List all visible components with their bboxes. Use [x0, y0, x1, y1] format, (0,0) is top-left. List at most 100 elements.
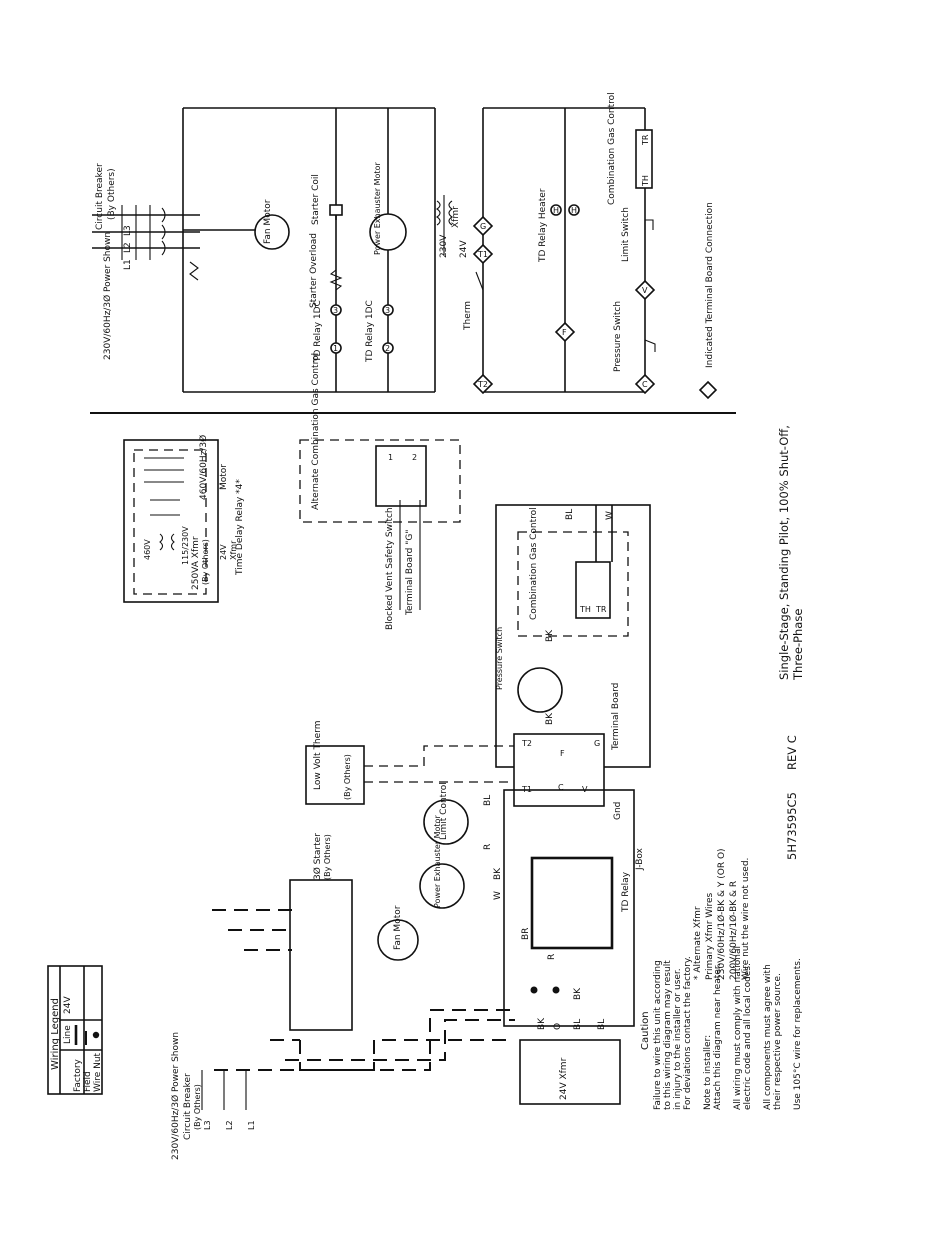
heater-terminal: [568, 204, 580, 216]
svg-text:(By Others): (By Others): [193, 1084, 202, 1130]
starter-coil-symbol: [329, 204, 343, 216]
svg-text:BK: BK: [573, 987, 583, 1000]
notes: Caution Failure to wire this unit accord…: [640, 848, 803, 1110]
svg-text:W: W: [493, 891, 503, 900]
power-exhauster-label: Power Exhauster Motor: [373, 162, 382, 255]
pressure-switch-symbol: [517, 667, 563, 713]
control-transformer: 230V 24V Xfmr: [436, 195, 469, 258]
td-terminal: [330, 304, 342, 316]
svg-text:460V: 460V: [143, 539, 152, 560]
gas-control-symbol: [635, 129, 653, 189]
xfmr-230v: 230V: [439, 234, 449, 258]
svg-text:BK: BK: [493, 867, 503, 880]
starter-coil-label: Starter Coil: [311, 174, 321, 225]
tb-connection-diamond: [472, 373, 494, 395]
svg-text:R: R: [547, 954, 557, 960]
starter-3ph: [289, 879, 353, 1031]
svg-text:For deviations contact the fac: For deviations contact the factory.: [683, 956, 693, 1110]
svg-text:V: V: [642, 286, 648, 295]
svg-text:C: C: [558, 783, 564, 792]
wiring-gas-control-label: Combination Gas Control: [529, 507, 539, 620]
thermostat-contact: [475, 271, 484, 291]
limit-switch-label: Limit Switch: [621, 207, 631, 262]
svg-text:TH: TH: [641, 175, 650, 187]
low-volt-therm: [305, 745, 365, 805]
svg-text:Line: Line: [63, 1025, 73, 1044]
svg-text:F: F: [560, 749, 565, 758]
schematic-by-others: (By Others): [107, 168, 117, 220]
svg-text:3: 3: [333, 306, 338, 315]
svg-text:TR: TR: [595, 605, 607, 614]
tb-connection-diamond: [634, 373, 656, 395]
svg-text:1: 1: [388, 453, 393, 462]
svg-text:BL: BL: [573, 1019, 583, 1030]
wire-nut: [530, 986, 538, 994]
svg-text:F: F: [562, 328, 567, 337]
svg-text:Attach this diagram near heate: Attach this diagram near heater.: [713, 963, 723, 1110]
schematic-circuit-breaker: Circuit Breaker: [95, 163, 105, 230]
svg-text:250VA Xfmr: 250VA Xfmr: [191, 536, 201, 590]
svg-text:T2: T2: [521, 739, 532, 748]
limit-switch-contact: [644, 219, 654, 230]
svg-text:Limit Control: Limit Control: [439, 782, 449, 840]
fan-motor-label: Fan Motor: [263, 199, 273, 244]
terminal-legend-label: Indicated Terminal Board Connection: [705, 202, 715, 368]
svg-text:Wire Nut: Wire Nut: [93, 1052, 103, 1092]
svg-text:3: 3: [385, 306, 390, 315]
svg-text:115/230V: 115/230V: [181, 526, 190, 565]
svg-text:Field: Field: [83, 1071, 93, 1092]
td-terminal: [382, 304, 394, 316]
heater-terminal: [550, 204, 562, 216]
svg-text:Failure to wire this unit acco: Failure to wire this unit according: [653, 960, 663, 1110]
limit-control: [423, 799, 469, 845]
svg-text:L2: L2: [225, 1120, 234, 1130]
svg-text:All wiring must comply with na: All wiring must comply with national: [733, 946, 743, 1110]
svg-text:2: 2: [385, 344, 390, 353]
td-terminal: [382, 342, 394, 354]
svg-text:200V/60Hz/1Ø-BK & R: 200V/60Hz/1Ø-BK & R: [728, 881, 739, 980]
pressure-switch-label: Pressure Switch: [613, 301, 623, 372]
gas-control-label: Combination Gas Control: [607, 92, 617, 205]
svg-text:Circuit Breaker: Circuit Breaker: [183, 1073, 193, 1140]
power-exhauster-motor-wiring: [419, 863, 465, 909]
wiring-legend: Wiring Legend Line 24V Factory Field Wir…: [47, 965, 103, 1095]
svg-text:Caution: Caution: [640, 1011, 651, 1050]
alt-gas-control-panel: Alternate Combination Gas Control 1 2 Bl…: [299, 353, 461, 630]
svg-text:C: C: [642, 380, 648, 389]
revision: REV C: [785, 735, 799, 770]
phase-label: L1: [123, 259, 133, 270]
td-relay-wiring: [530, 856, 614, 950]
svg-text:BK: BK: [545, 712, 555, 725]
svg-text:electric code and all local co: electric code and all local codes.: [743, 963, 753, 1110]
svg-text:Time Delay Relay *4*: Time Delay Relay *4*: [235, 479, 245, 576]
td-terminal: [330, 342, 342, 354]
svg-text:Gnd: Gnd: [613, 802, 623, 820]
svg-text:J-Box: J-Box: [635, 847, 645, 871]
svg-text:3Ø Starter: 3Ø Starter: [312, 833, 323, 880]
svg-text:Fan Motor: Fan Motor: [393, 905, 403, 950]
incoming-three-phase: [92, 205, 200, 281]
td-relay-label-1: TD Relay 1DC: [313, 300, 323, 363]
svg-text:Use 105°C wire for replacement: Use 105°C wire for replacements.: [793, 958, 803, 1110]
svg-text:24V: 24V: [63, 996, 73, 1014]
svg-text:Factory: Factory: [73, 1058, 83, 1092]
xfmr-24v: 24V: [459, 240, 469, 258]
svg-text:their respective power source.: their respective power source.: [773, 973, 783, 1110]
starter-overload-label: Starter Overload: [309, 233, 319, 308]
ladder-schematic: L1 L2 L3 230V/60Hz/3Ø Power Shown Circui…: [92, 92, 718, 400]
svg-text:1: 1: [333, 344, 338, 353]
blocked-vent-label: Blocked Vent Safety Switch: [385, 507, 395, 630]
field-wiring-diagram: TH TR Combination Gas Control BL W Press…: [170, 504, 651, 1160]
svg-text:Pressure Switch: Pressure Switch: [495, 627, 504, 690]
svg-text:24V: 24V: [219, 544, 228, 560]
schematic-power-title: 230V/60Hz/3Ø Power Shown: [102, 232, 113, 360]
xfmr-24v-wiring: [519, 1039, 621, 1105]
td-relay-heater-label: TD Relay Heater: [538, 188, 548, 263]
pressure-switch-contact: [644, 339, 656, 352]
fan-motor-wiring: [377, 919, 419, 961]
svg-text:G: G: [594, 739, 600, 748]
tb-connection-diamond: [472, 215, 494, 237]
svg-text:W: W: [605, 511, 615, 520]
svg-text:24V Xfmr: 24V Xfmr: [559, 1057, 569, 1100]
